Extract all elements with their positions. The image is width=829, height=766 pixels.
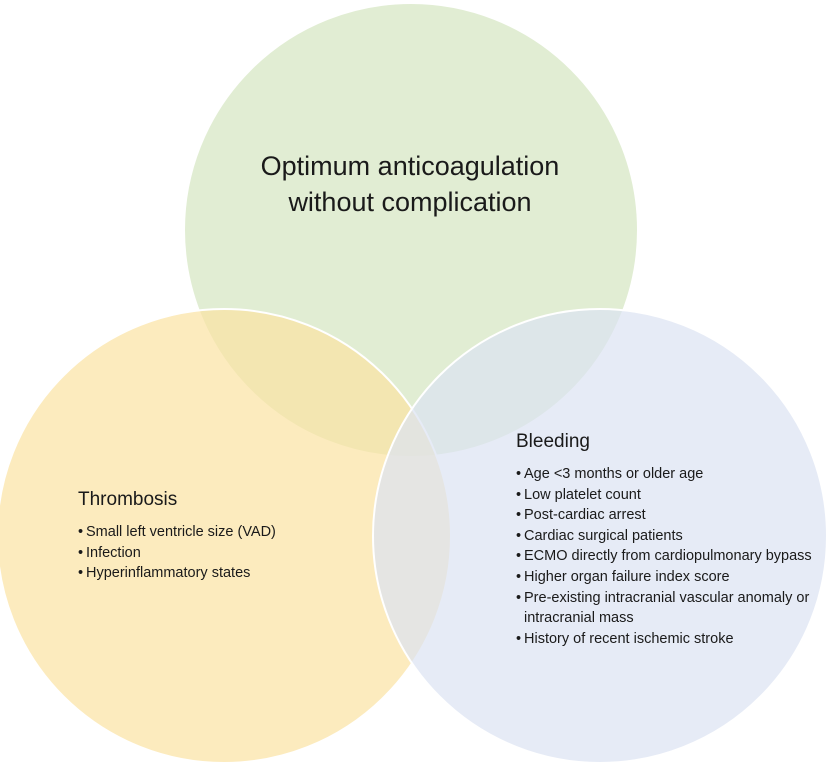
list-item: Age <3 months or older age — [516, 464, 816, 485]
list-item: ECMO directly from cardiopulmonary bypas… — [516, 546, 816, 567]
list-item: Infection — [78, 543, 378, 564]
thrombosis-heading: Thrombosis — [78, 489, 178, 510]
bleeding-list: Age <3 months or older age Low platelet … — [516, 464, 816, 649]
list-item: History of recent ischemic stroke — [516, 629, 816, 650]
list-item: Cardiac surgical patients — [516, 526, 816, 547]
thrombosis-list: Small left ventricle size (VAD) Infectio… — [78, 522, 378, 584]
bleeding-block: Bleeding Age <3 months or older age Low … — [516, 430, 816, 649]
bleeding-heading: Bleeding — [516, 431, 590, 452]
list-item: Higher organ failure index score — [516, 567, 816, 588]
list-item: Low platelet count — [516, 485, 816, 506]
list-item: Pre-existing intracranial vascular anoma… — [516, 588, 816, 629]
list-item: Post-cardiac arrest — [516, 505, 816, 526]
optimum-anticoagulation-label: Optimum anticoagulation without complica… — [205, 148, 615, 220]
top-title-line-2: without complication — [288, 187, 532, 217]
thrombosis-block: Thrombosis Small left ventricle size (VA… — [78, 488, 378, 584]
list-item: Hyperinflammatory states — [78, 563, 378, 584]
list-item: Small left ventricle size (VAD) — [78, 522, 378, 543]
top-title-line-1: Optimum anticoagulation — [260, 151, 560, 181]
